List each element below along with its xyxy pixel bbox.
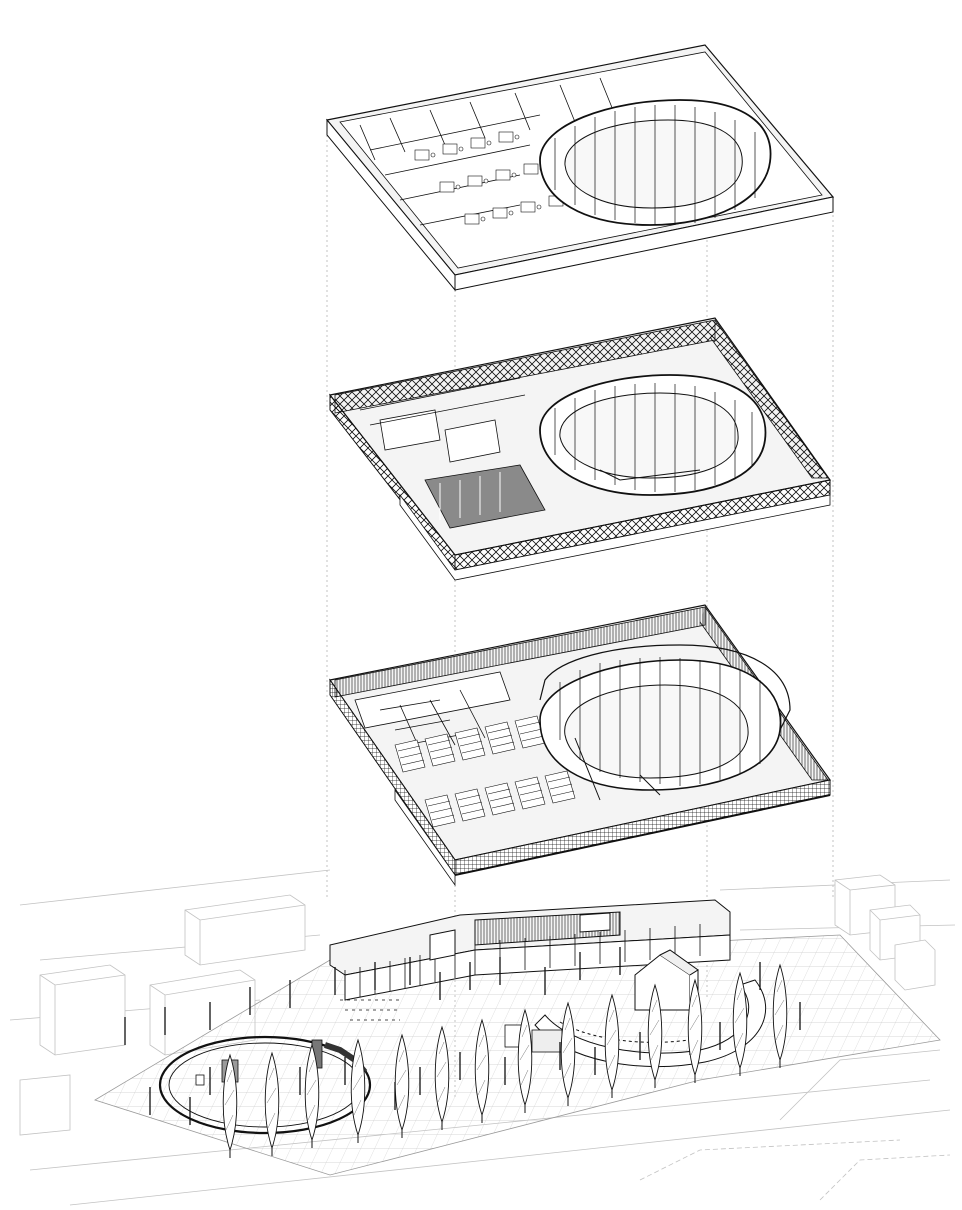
cypress-tree (732, 971, 748, 1076)
furniture-block (442, 143, 464, 155)
cypress-tree (474, 1018, 490, 1123)
upper-level (328, 317, 832, 581)
furniture-block (492, 207, 514, 219)
book-stack (454, 727, 486, 761)
cypress-tree (604, 993, 620, 1098)
furniture-block (520, 201, 542, 213)
book-stacks (394, 715, 576, 828)
cypress-tree (647, 983, 663, 1088)
furniture-block (495, 169, 517, 181)
cypress-tree (687, 978, 703, 1083)
ground-level-building (329, 899, 731, 1001)
cypress-trees (222, 963, 788, 1158)
cypress-tree (350, 1038, 366, 1143)
book-stack (394, 739, 426, 773)
book-stack (424, 733, 456, 767)
furniture-block (464, 213, 486, 225)
cypress-tree (517, 1008, 533, 1113)
furniture-block (414, 149, 436, 161)
bollards (124, 947, 801, 1135)
book-stack (424, 794, 456, 828)
book-stack (514, 776, 546, 810)
cypress-tree (560, 1001, 576, 1106)
book-stack (484, 721, 516, 755)
book-stack (484, 782, 516, 816)
book-stack (454, 788, 486, 822)
furniture-block (470, 137, 492, 149)
furniture-block (498, 131, 520, 143)
book-stack (544, 770, 576, 804)
furniture-block (439, 181, 461, 193)
site-context (9, 869, 956, 1206)
cypress-tree (772, 963, 788, 1068)
cypress-tree (394, 1033, 410, 1138)
middle-level (328, 604, 832, 887)
cypress-tree (434, 1025, 450, 1130)
furniture-block (467, 175, 489, 187)
cypress-tree (304, 1043, 320, 1148)
roof-level (325, 44, 835, 292)
cypress-tree (222, 1053, 238, 1158)
cypress-tree (264, 1051, 280, 1156)
